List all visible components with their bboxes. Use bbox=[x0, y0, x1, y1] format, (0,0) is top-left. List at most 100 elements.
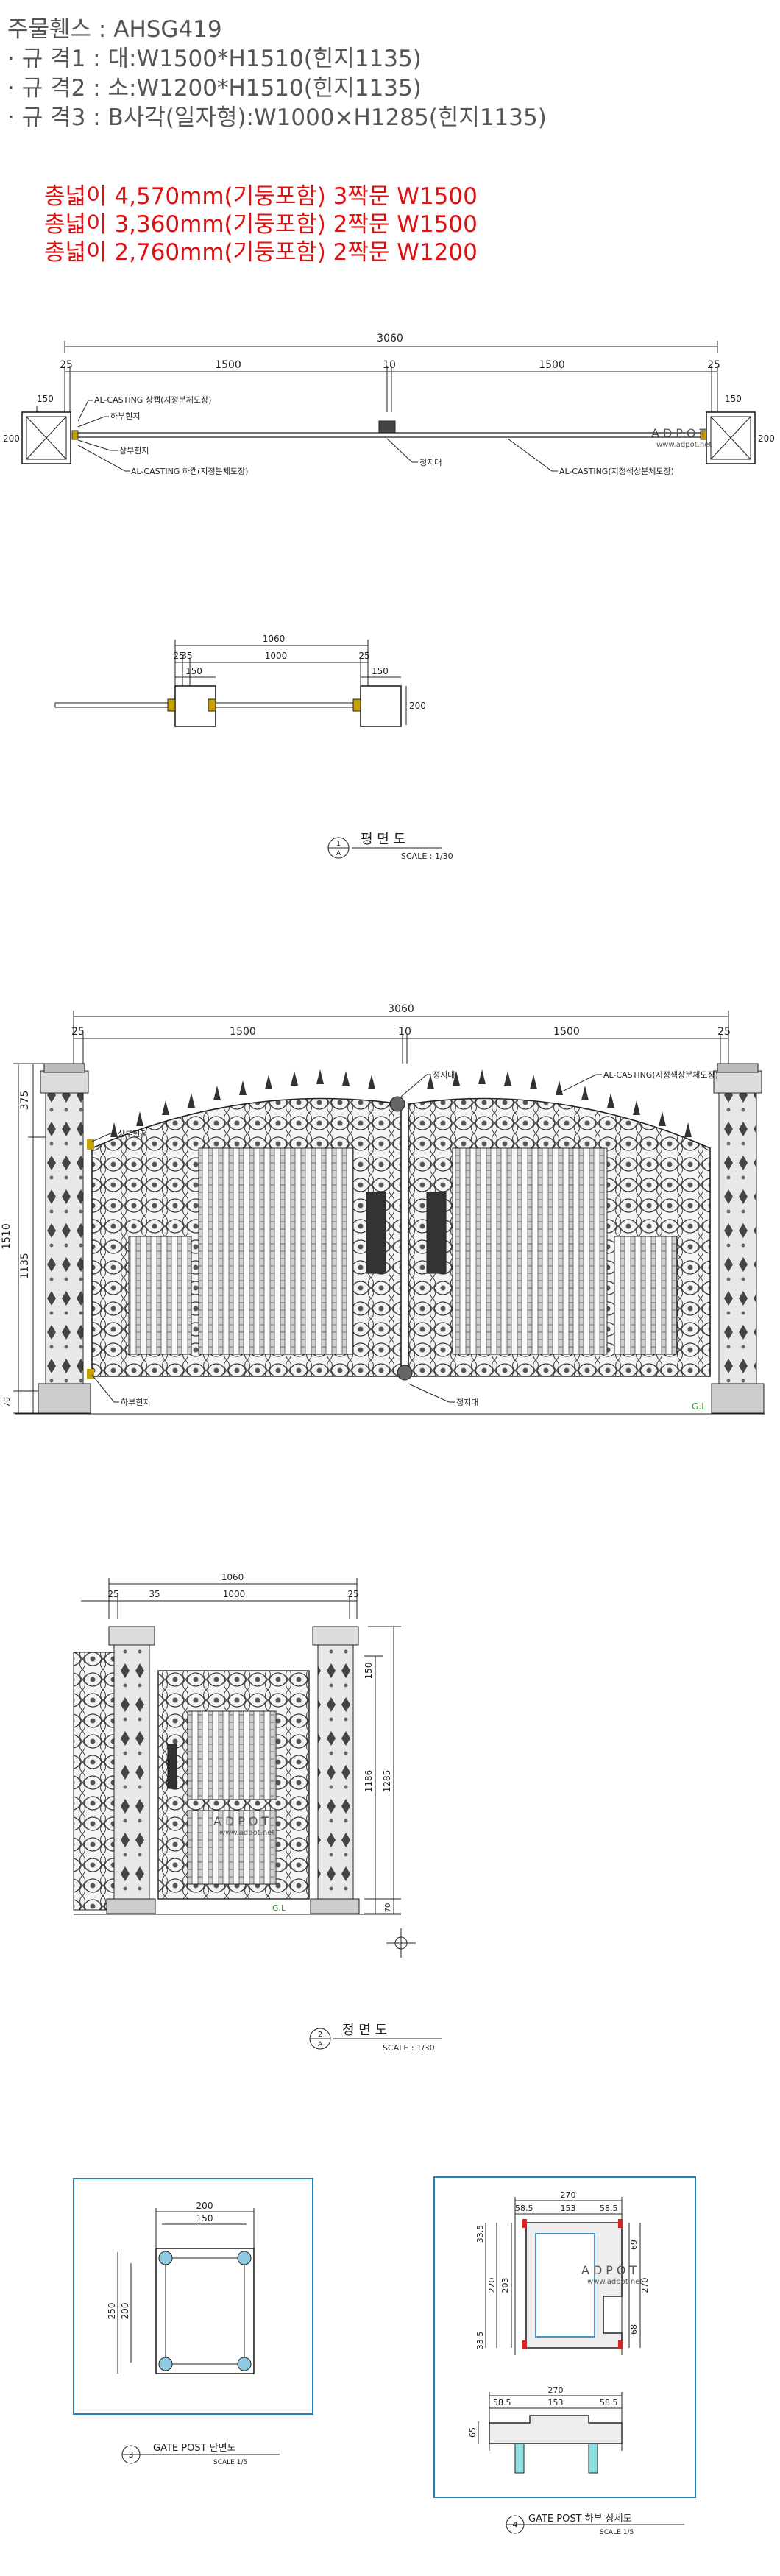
plan-label-hinge-up: 상부힌지 bbox=[119, 446, 149, 456]
total-width-3: 총넓이 2,760mm(기둥포함) 2짝문 W1200 bbox=[44, 239, 478, 266]
elev-total-dim: 3060 bbox=[388, 1003, 414, 1015]
plan-small-total: 1060 bbox=[263, 634, 286, 644]
hinge-h-r2: 68 bbox=[629, 2324, 639, 2335]
elev-title-sub: A bbox=[318, 2041, 323, 2048]
elev-small-leaf: 1000 bbox=[223, 1589, 246, 1599]
elev-label-cast: AL-CASTING(지정색상분체도장) bbox=[603, 1070, 718, 1080]
elev-small-h1: 150 bbox=[364, 1663, 374, 1680]
plan-post-height-l: 200 bbox=[3, 434, 20, 444]
plan-leaf-left: 1500 bbox=[215, 359, 241, 371]
total-width-1: 총넓이 4,570mm(기둥포함) 3짝문 W1500 bbox=[44, 183, 478, 210]
product-name: 주물휀스 : AHSG419 bbox=[7, 16, 222, 43]
hinge-v220: 220 bbox=[487, 2278, 497, 2293]
plan-small-dims: 1060 25 35 1000 25 150 150 200 bbox=[173, 634, 426, 711]
elev-h-base: 70 bbox=[2, 1397, 12, 1407]
plan-label-hinge-low: 하부힌지 bbox=[110, 411, 140, 421]
elev-h-top: 375 bbox=[19, 1091, 31, 1111]
plan-small-post-w2: 150 bbox=[372, 666, 389, 676]
plan-title-scale: SCALE : 1/30 bbox=[401, 852, 453, 861]
hinge-b-h: 65 bbox=[468, 2427, 478, 2438]
spec-header: 주물휀스 : AHSG419 · 규 격1 : 대:W1500*H1510(힌지… bbox=[7, 15, 547, 132]
plan-post-right: 25 bbox=[707, 359, 720, 371]
hinge-scale: SCALE 1/5 bbox=[600, 2529, 634, 2536]
plan-label-cast-top: AL-CASTING 상캡(지정분체도장) bbox=[94, 395, 211, 405]
elev-leaf-right: 1500 bbox=[553, 1026, 580, 1038]
elev-h-hinge: 1135 bbox=[19, 1253, 31, 1279]
elev-title-scale: SCALE : 1/30 bbox=[383, 2043, 435, 2053]
post-section-dims: 200 150 250 200 3 GATE POST 단면도 SCALE 1/… bbox=[107, 2201, 247, 2466]
elev-small-h3: 1285 bbox=[382, 1770, 392, 1793]
plan-watermark: ADPOT bbox=[651, 426, 710, 440]
plan-small-post-h: 200 bbox=[409, 701, 426, 711]
plan-post-width-r: 150 bbox=[725, 394, 742, 404]
post-section-scale: SCALE 1/5 bbox=[213, 2459, 247, 2466]
plan-label-cast-right: AL-CASTING(지정색상분체도장) bbox=[559, 467, 674, 476]
elev-label-hinge-up: 상부힌지 bbox=[118, 1129, 147, 1139]
elev-small-total: 1060 bbox=[221, 1572, 244, 1582]
hinge-h-total: 270 bbox=[640, 2278, 650, 2293]
elev-label-stopper-bot: 정지대 bbox=[456, 1398, 478, 1407]
elev-gap: 10 bbox=[398, 1026, 411, 1038]
plan-leaf-right: 1500 bbox=[539, 359, 565, 371]
elev-small-h4: 70 bbox=[384, 1903, 392, 1913]
hinge-h2: 203 bbox=[500, 2278, 510, 2293]
hinge-watermark: ADPOT bbox=[581, 2263, 640, 2277]
plan-title-label: 평 면 도 bbox=[361, 832, 405, 847]
hinge-label: GATE POST 하부 상세도 bbox=[528, 2513, 632, 2524]
elev-small-h2: 1186 bbox=[364, 1770, 374, 1793]
elev-small-p2: 35 bbox=[149, 1589, 160, 1599]
plan-view-small bbox=[54, 640, 407, 727]
post-section-num: 3 bbox=[129, 2450, 134, 2460]
elev-small-watermark: ADPOT bbox=[213, 1814, 272, 1828]
elev-title-block: 2 A 정 면 도 SCALE : 1/30 bbox=[309, 2023, 442, 2053]
hinge-h-r1: 69 bbox=[629, 2240, 639, 2250]
hinge-b-c: 58.5 bbox=[600, 2398, 618, 2407]
hinge-w-total: 270 bbox=[561, 2190, 576, 2200]
plan-watermark-url: www.adpot.net bbox=[656, 441, 712, 449]
hinge-a: 58.5 bbox=[515, 2204, 533, 2213]
elev-label-stopper-top: 정지대 bbox=[433, 1070, 455, 1080]
plan-small-p2: 35 bbox=[181, 651, 192, 661]
plan-label-cast-bot: AL-CASTING 하캡(지정분체도장) bbox=[131, 466, 248, 476]
hinge-b-b: 153 bbox=[548, 2398, 564, 2407]
elev-h-total: 1510 bbox=[1, 1223, 13, 1250]
post-w-outer: 200 bbox=[196, 2201, 213, 2211]
spec-2: · 규 격2 : 소:W1200*H1510(힌지1135) bbox=[7, 75, 422, 102]
elevation-small bbox=[73, 1578, 416, 1958]
elev-small-p3: 25 bbox=[347, 1589, 358, 1599]
elev-label-hinge-low: 하부힌지 bbox=[121, 1397, 150, 1407]
plan-post-width-l: 150 bbox=[37, 394, 54, 404]
elev-post-right: 25 bbox=[717, 1026, 731, 1038]
elevation-large bbox=[13, 1011, 765, 1415]
plan-small-p3: 25 bbox=[358, 651, 369, 661]
elev-small-watermark-url: www.adpot.net bbox=[219, 1829, 274, 1837]
plan-title-block: 1 A 평 면 도 SCALE : 1/30 bbox=[327, 832, 453, 861]
plan-post-height-r: 200 bbox=[758, 434, 775, 444]
hinge-h1: 33.5 bbox=[475, 2225, 485, 2243]
post-section-label: GATE POST 단면도 bbox=[153, 2443, 236, 2454]
post-section-drawing bbox=[73, 2178, 313, 2464]
elev-small-p1: 25 bbox=[107, 1589, 118, 1599]
spec-3: · 규 격3 : B사각(일자형):W1000×H1285(힌지1135) bbox=[7, 105, 547, 131]
elevation-small-dims: 1060 25 35 1000 25 150 1186 1285 70 G.L … bbox=[107, 1572, 392, 1913]
post-w-inner: 150 bbox=[196, 2213, 213, 2223]
plan-small-p1: 25 bbox=[173, 651, 184, 661]
plan-title-num: 1 bbox=[336, 840, 341, 848]
plan-label-stopper: 정지대 bbox=[419, 458, 442, 467]
hinge-num: 4 bbox=[513, 2520, 518, 2530]
plan-gap: 10 bbox=[383, 359, 396, 371]
hinge-detail-drawing bbox=[433, 2176, 696, 2534]
hinge-h3: 33.5 bbox=[475, 2332, 485, 2350]
plan-small-post-w: 150 bbox=[185, 666, 202, 676]
elevation-large-dims: 3060 25 1500 10 1500 25 1510 375 1135 70… bbox=[1, 1003, 731, 1412]
post-h-inner: 200 bbox=[120, 2303, 130, 2320]
total-width-2: 총넓이 3,360mm(기둥포함) 2짝문 W1500 bbox=[44, 211, 478, 238]
plan-total-dim: 3060 bbox=[377, 333, 403, 344]
elev-post-left: 25 bbox=[71, 1026, 85, 1038]
total-width-notes: 총넓이 4,570mm(기둥포함) 3짝문 W1500 총넓이 3,360mm(… bbox=[44, 183, 478, 266]
elev-small-gl: G.L bbox=[272, 1903, 286, 1913]
plan-post-left: 25 bbox=[60, 359, 73, 371]
hinge-c: 58.5 bbox=[600, 2204, 618, 2213]
elev-title-label: 정 면 도 bbox=[342, 2023, 387, 2038]
